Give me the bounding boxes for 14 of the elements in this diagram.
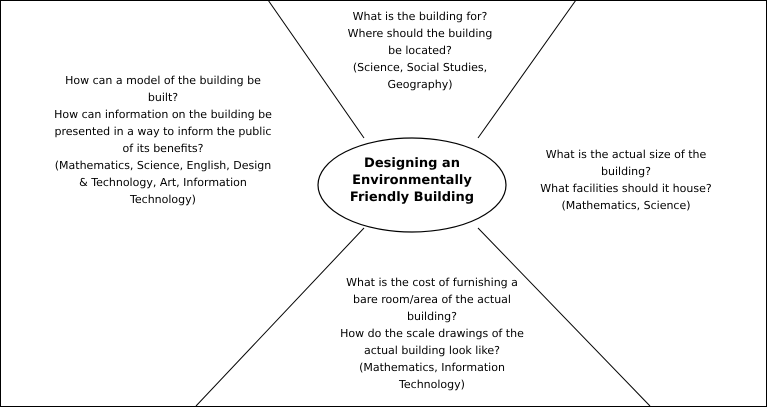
topic-ellipse — [317, 137, 507, 233]
guiding-question: How can a model of the building be built? — [64, 73, 262, 106]
topic-title: Designing an Environmentally Friendly Building — [348, 155, 476, 206]
guiding-question: How can information on the building be presented in a way to inform the public of its benefits? — [53, 107, 273, 157]
guiding-question: What is the actual size of the building? — [544, 147, 708, 180]
guiding-question: Where should the building be located? — [346, 26, 494, 59]
guiding-question: What is the building for? — [352, 9, 488, 25]
subject-list: (Science, Social Studies, Geography) — [340, 59, 500, 93]
guiding-question: How do the scale drawings of the actual building look like? — [339, 326, 525, 359]
subject-list: (Mathematics, Science, English, Design & Technology, Art, Information Technology) — [52, 157, 274, 208]
subject-list: (Mathematics, Science) — [540, 197, 712, 214]
guiding-question: What facilities should it house? — [540, 181, 712, 197]
subject-list: (Mathematics, Information Technology) — [334, 359, 530, 393]
guiding-question: What is the cost of furnishing a bare room/area of the actual building? — [345, 275, 519, 325]
